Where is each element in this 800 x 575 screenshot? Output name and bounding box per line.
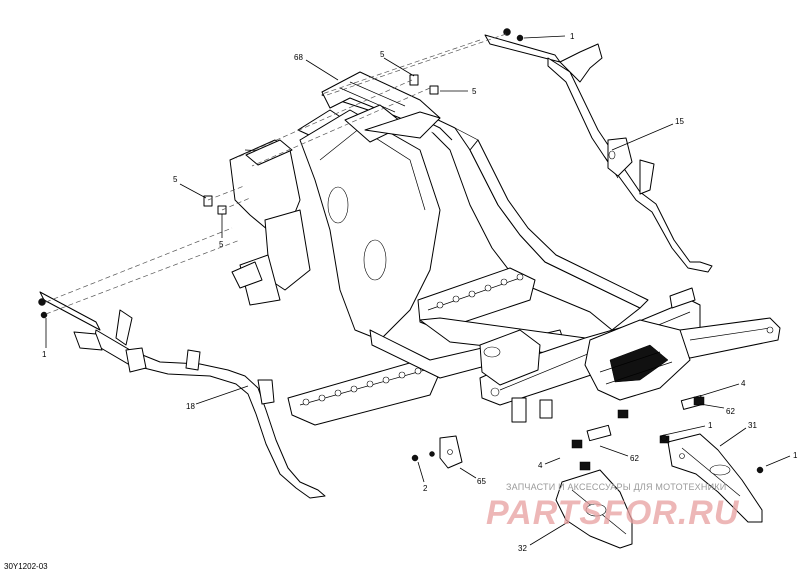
- part-15-right-side-bar: [484, 34, 713, 273]
- footrest-holes-left: [302, 367, 422, 406]
- callout-5: 5: [173, 175, 178, 184]
- callout-5: 5: [472, 87, 477, 96]
- part-31-right-bracket: [667, 433, 763, 523]
- callout-labels: 1 1 1 1 2 4 4 5 5 5 5 15 18 31 32 62 62 …: [42, 32, 798, 553]
- callout-1: 1: [570, 32, 575, 41]
- callout-18: 18: [186, 402, 195, 411]
- watermark-caption: ЗАПЧАСТИ И АКСЕССУАРЫ ДЛЯ МОТОТЕХНИКИ: [506, 482, 727, 492]
- callout-leaders: [45, 35, 791, 546]
- callout-32: 32: [518, 544, 527, 553]
- part-18-left-side-bar: [39, 291, 326, 499]
- document-code: 30Y1202-03: [4, 562, 48, 571]
- callout-68: 68: [294, 53, 303, 62]
- assembly-dashed-lines: [45, 33, 507, 315]
- callout-5: 5: [380, 50, 385, 59]
- callout-1: 1: [708, 421, 713, 430]
- main-frame: [229, 71, 781, 426]
- callout-4: 4: [741, 379, 746, 388]
- callout-1: 1: [793, 451, 798, 460]
- callout-65: 65: [477, 477, 486, 486]
- callout-2: 2: [423, 484, 428, 493]
- callout-31: 31: [748, 421, 757, 430]
- watermark-logo: PARTSFOR.RU: [486, 494, 740, 532]
- fasteners: [38, 28, 764, 474]
- callout-62: 62: [630, 454, 639, 463]
- callout-4: 4: [538, 461, 543, 470]
- callout-1: 1: [42, 350, 47, 359]
- callout-15: 15: [675, 117, 684, 126]
- part-65-small-bracket: [439, 435, 463, 469]
- part-32-left-bracket: [555, 469, 633, 549]
- callout-62: 62: [726, 407, 735, 416]
- spacer-blocks: [571, 395, 705, 471]
- callout-5: 5: [219, 240, 224, 249]
- footrest-holes-right: [436, 273, 524, 309]
- svg-text:PARTSFOR.RU: PARTSFOR.RU: [486, 494, 740, 532]
